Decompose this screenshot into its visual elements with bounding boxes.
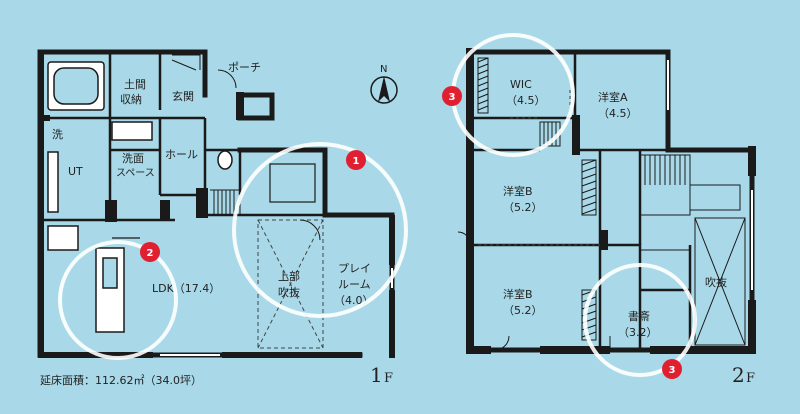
badge-3a: 3 — [442, 86, 462, 106]
floor2-suffix: F — [746, 371, 755, 386]
room-youshitsu-a-line2: （4.5） — [598, 107, 638, 120]
room-genkan: 玄関 — [172, 89, 194, 103]
room-senmen-line2: スペース — [116, 168, 155, 179]
floor2-plan: WIC （4.5） 洋室A （4.5） 洋室B （5.2） 洋室B （5.2） … — [457, 48, 756, 354]
room-fukinuke-2f: 吹抜 — [705, 275, 727, 289]
room-hall: ホール — [165, 148, 198, 161]
room-fukinuke-line1: 上部 — [278, 269, 300, 283]
svg-text:3: 3 — [449, 92, 456, 103]
room-wic-line2: （4.5） — [506, 94, 546, 107]
total-floor-area: 延床面積：112.62㎡（34.0坪） — [40, 373, 202, 387]
room-youshitsu-b2-line2: （5.2） — [503, 304, 543, 317]
room-youshitsu-b2-line1: 洋室B — [503, 287, 533, 301]
room-youshitsu-b1-line1: 洋室B — [503, 184, 533, 198]
compass-label: N — [380, 64, 387, 75]
svg-text:3: 3 — [669, 365, 676, 376]
floor1-number: 1 — [370, 363, 383, 387]
room-sen: 洗 — [52, 128, 63, 141]
badge-2: 2 — [140, 242, 160, 262]
north-compass-icon: N — [370, 64, 398, 104]
room-ut: UT — [68, 165, 83, 178]
room-wic-line1: WIC — [510, 78, 532, 91]
room-senmen-line1: 洗面 — [122, 152, 144, 165]
floor1-suffix: F — [384, 371, 393, 386]
room-fukinuke-line2: 吹抜 — [278, 285, 300, 299]
room-play-line2: ルーム — [338, 278, 371, 291]
room-doma-line2: 収納 — [120, 93, 142, 106]
floor2-number: 2 — [732, 363, 745, 387]
room-play-line1: プレイ — [338, 262, 371, 275]
badge-1: 1 — [346, 150, 366, 170]
room-youshitsu-a-line1: 洋室A — [598, 90, 628, 104]
badge-3b: 3 — [662, 359, 682, 379]
svg-text:1: 1 — [353, 156, 360, 167]
svg-text:2: 2 — [147, 248, 154, 259]
room-shosai-line1: 書斎 — [628, 309, 650, 323]
room-youshitsu-b1-line2: （5.2） — [503, 201, 543, 214]
room-ldk: LDK（17.4） — [152, 282, 220, 295]
room-porch: ポーチ — [228, 61, 261, 74]
room-doma-line1: 土間 — [124, 78, 146, 91]
room-shosai-line2: （3.2） — [618, 326, 658, 339]
